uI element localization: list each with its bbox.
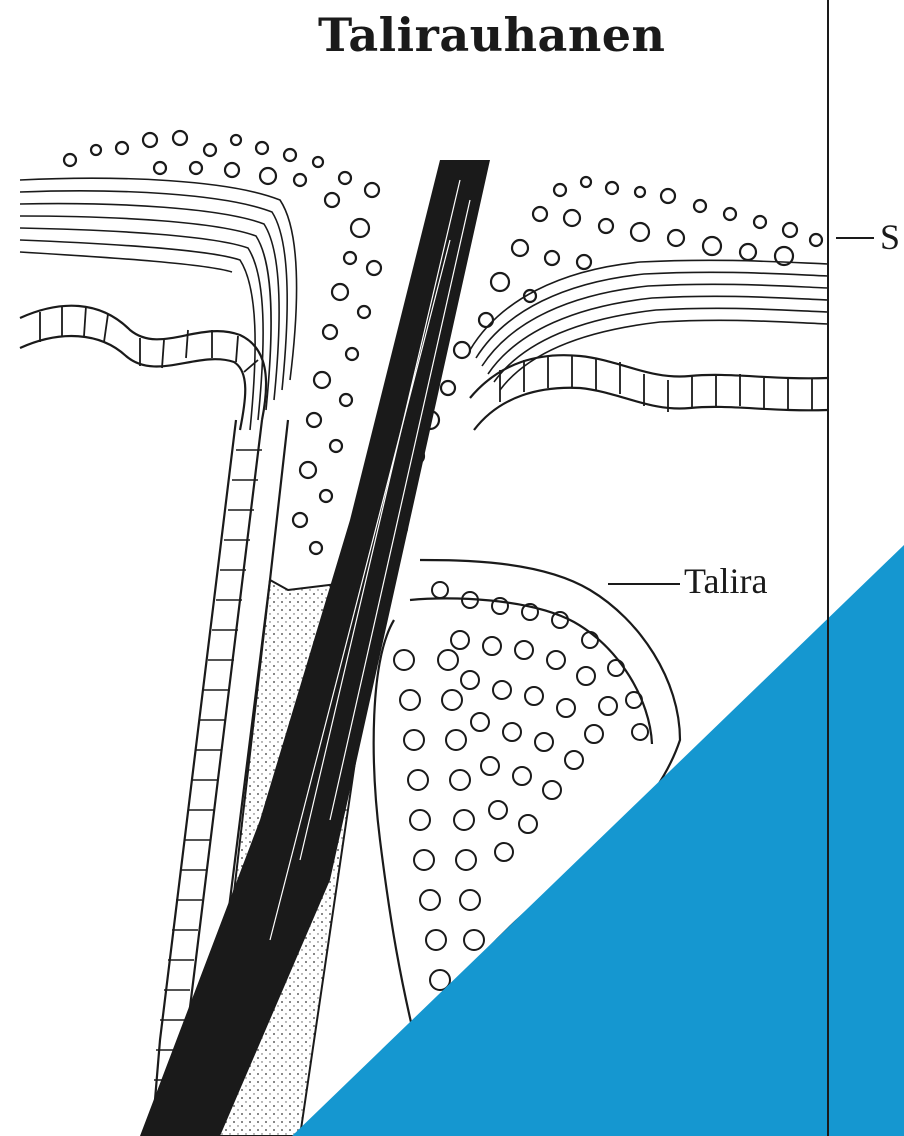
epidermis-cell-chain-right (470, 355, 828, 430)
label-top-cut: S (880, 216, 900, 258)
fibrous-band-left (20, 178, 297, 430)
epidermis-cell-chain-left (20, 306, 266, 430)
dermis-round-cells-left (64, 131, 381, 554)
label-sebaceous-gland: Talira (684, 560, 767, 602)
